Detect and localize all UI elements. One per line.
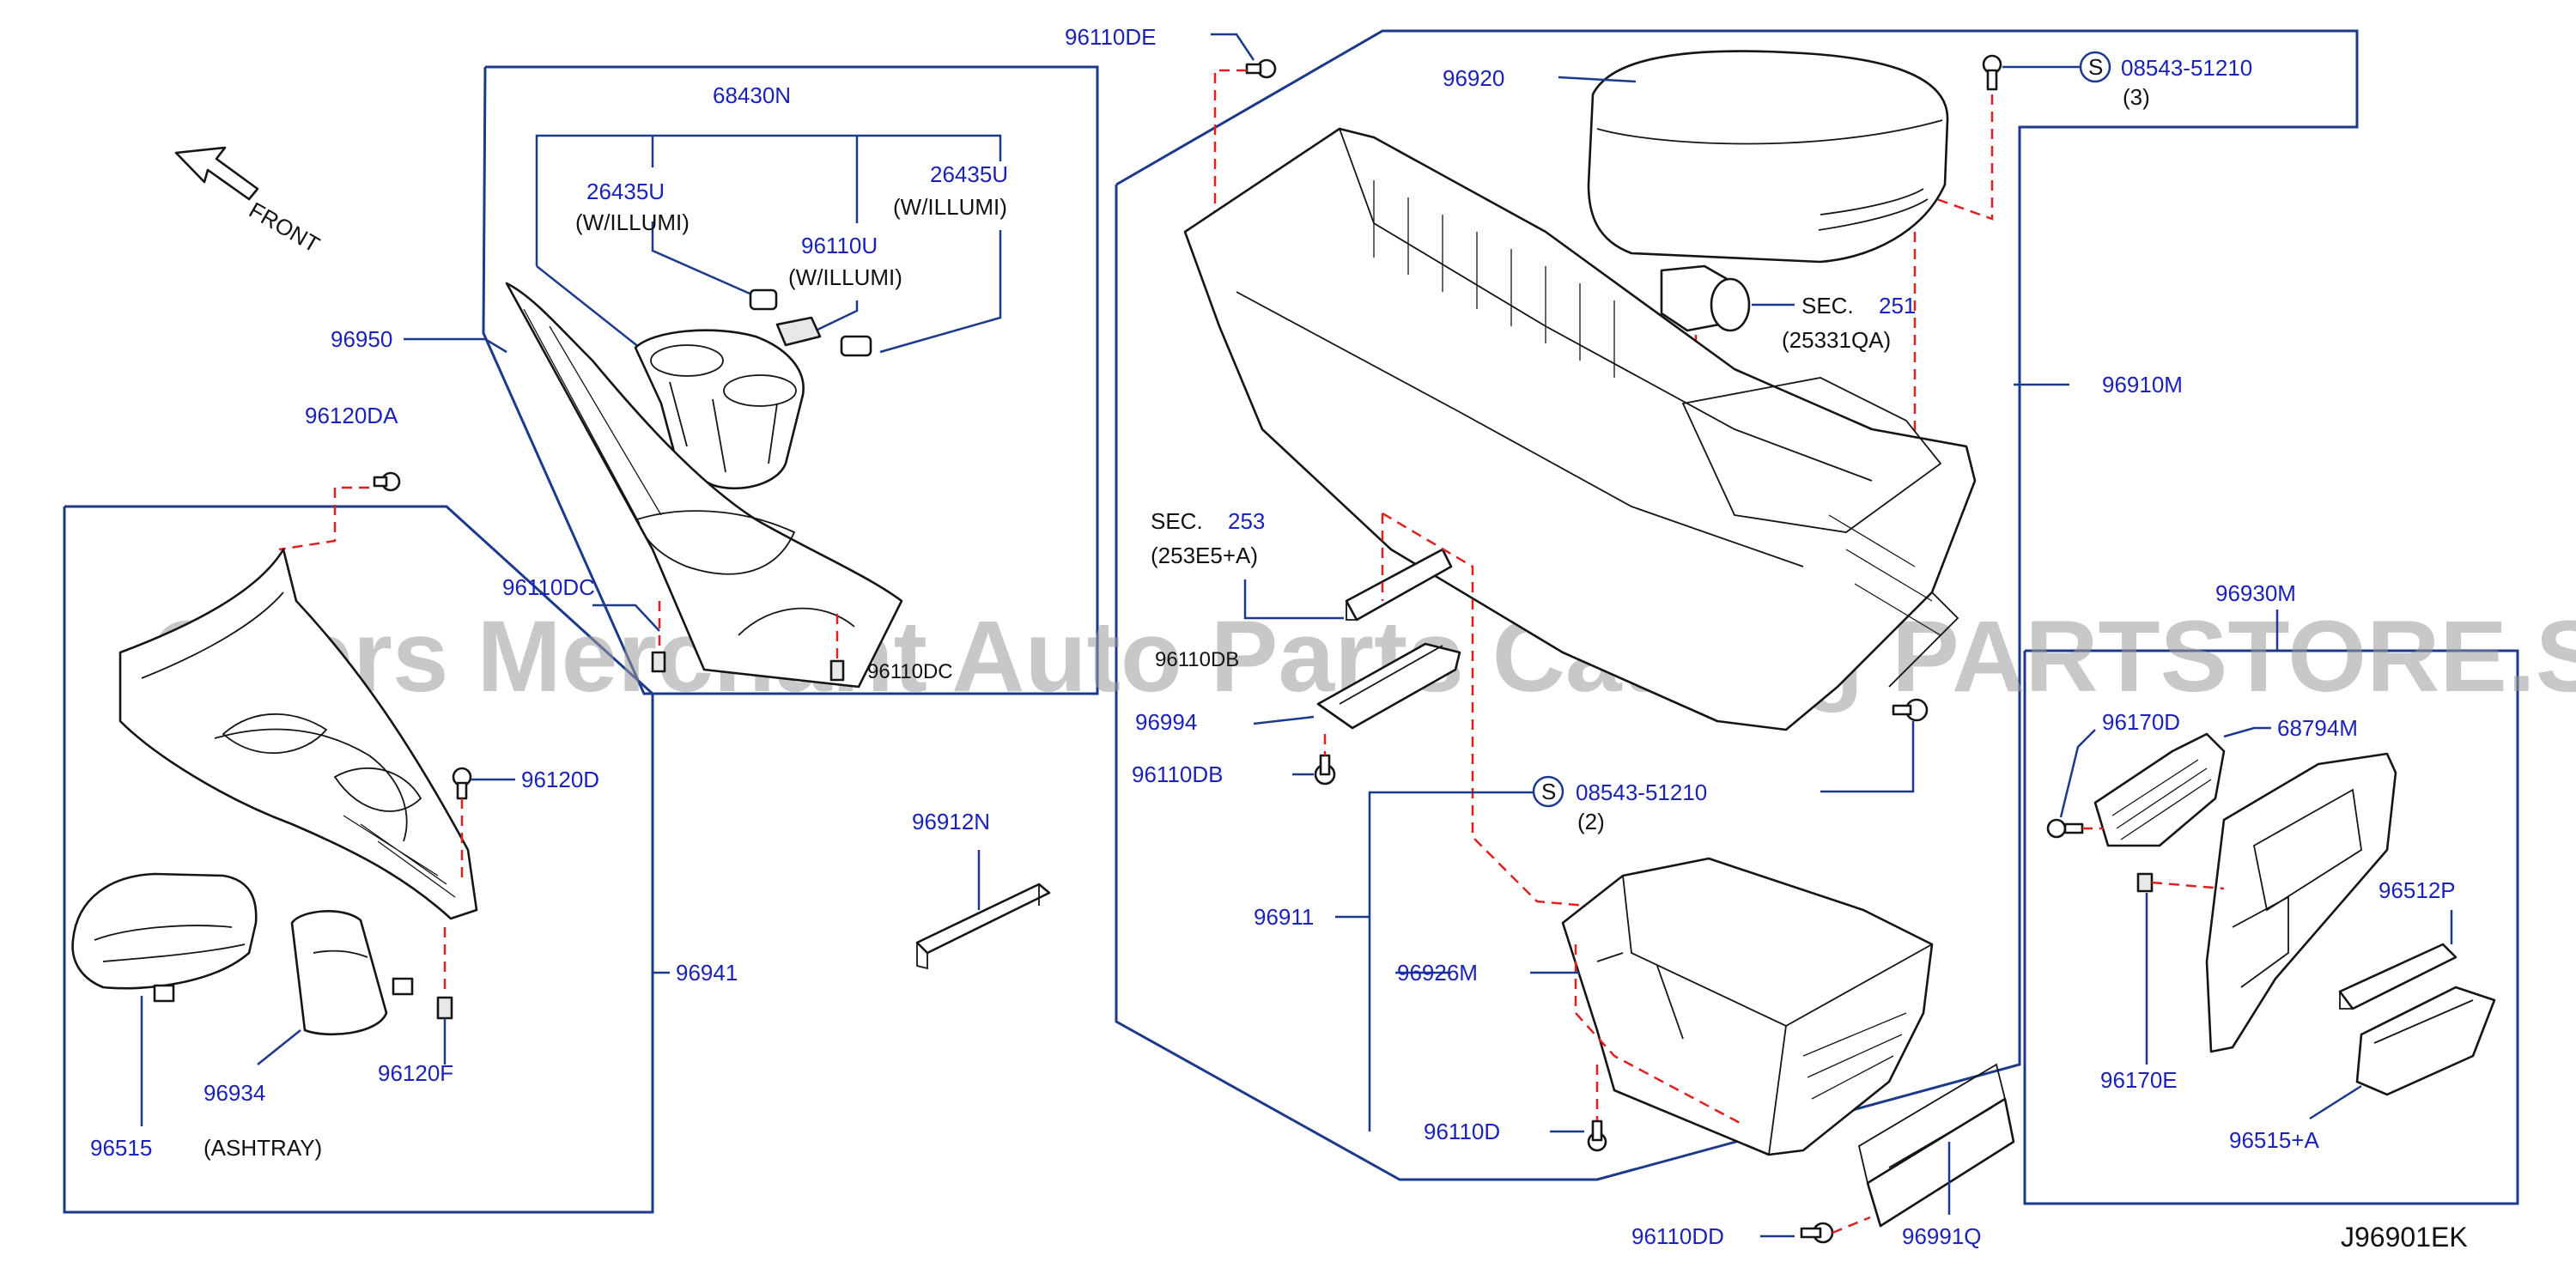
label-96110DC: 96110DC (502, 574, 595, 600)
label-w-illumi-right: (W/ILLUMI) (893, 194, 1007, 220)
ashtray-96515A (2355, 986, 2496, 1096)
frame-main-console (1115, 29, 2359, 1181)
label-96934: 96934 (204, 1080, 265, 1106)
bracket-96994 (1316, 642, 1461, 730)
label-sec251-prefix: SEC. (1801, 293, 1854, 318)
label-96920: 96920 (1443, 65, 1504, 91)
label-sec253-num: 253 (1228, 508, 1265, 534)
clip-96110DC-right-icon (829, 659, 845, 682)
label-sec253-prefix: SEC. (1151, 508, 1203, 534)
clip-96120F-icon (436, 996, 453, 1020)
group-96912N: 96912N (912, 809, 1051, 970)
label-w-illumi-mid: (W/ILLUMI) (788, 264, 902, 290)
label-96912N: 96912N (912, 809, 990, 834)
label-08543-top: 08543-51210 (2121, 55, 2252, 81)
bracket-96912N (915, 883, 1051, 955)
label-96991Q: 96991Q (1902, 1223, 1982, 1249)
label-96120DA: 96120DA (305, 403, 398, 428)
s-symbol-mid-icon (1532, 775, 1564, 808)
bolt-08543-top-icon (1982, 54, 2002, 91)
label-26435U-left: 26435U (586, 179, 665, 204)
label-96110D: 96110D (1424, 1119, 1500, 1144)
label-96110DB-upper: 96110DB (1155, 648, 1239, 671)
label-sec251-sub: (25331QA) (1782, 327, 1891, 353)
s-symbol-top-text: S (2088, 54, 2103, 80)
rear-finisher-panel (2205, 752, 2397, 1053)
screw-96110DD-icon (1800, 1222, 1834, 1244)
leader-68430N (535, 134, 1002, 266)
pocket-96512P (2338, 943, 2458, 1010)
clip-96170E-icon (2136, 872, 2154, 893)
label-96926M: 96926M (1397, 960, 1478, 986)
label-96941: 96941 (676, 960, 738, 986)
front-label: FRONT (245, 197, 325, 258)
label-w-illumi-left: (W/ILLUMI) (575, 209, 690, 235)
s-symbol-mid-text: S (1541, 779, 1556, 804)
label-96930M: 96930M (2215, 580, 2296, 606)
bracket-sec253 (1345, 548, 1453, 622)
screw-96110DB-icon (1314, 754, 1336, 786)
screw-96120DA-icon (373, 471, 401, 492)
clip-96110DC-left-icon (651, 651, 666, 673)
frame-cupholder-finisher (482, 65, 1099, 695)
label-08543-mid: 08543-51210 (1576, 780, 1707, 805)
inner-box-96926M (1561, 857, 1934, 1156)
label-96994: 96994 (1135, 709, 1197, 735)
diagram-id: J96901EK (2341, 1222, 2468, 1253)
group-rear-finisher: 96930M 68794M 96170D 96170E (2046, 580, 2496, 1153)
label-26435U-right: 26435U (930, 161, 1008, 187)
label-ashtray: (ASHTRAY) (204, 1135, 322, 1161)
console-body-96910M (1183, 127, 1977, 731)
shift-boot-96934 (290, 910, 414, 1036)
label-68794M: 68794M (2277, 715, 2358, 741)
label-96110DD: 96110DD (1631, 1223, 1724, 1249)
screw-96170D-icon (2046, 818, 2084, 839)
switch-sec251 (1660, 264, 1751, 332)
bracket-96991Q (1857, 1063, 2015, 1228)
group-front-console: 96120DA 96120D 96120F 96515 (71, 403, 738, 1161)
bulb-26435U-left-icon (749, 288, 778, 311)
label-96515A: 96515+A (2229, 1127, 2319, 1153)
bulb-26435U-right-icon (840, 335, 872, 357)
socket-96110U-icon (775, 316, 822, 347)
screw-96110D-icon (1587, 1119, 1607, 1152)
label-96110DE: 96110DE (1065, 24, 1157, 50)
screw-96110DE-icon (1245, 58, 1277, 79)
finisher-96950 (505, 282, 903, 689)
group-frames (63, 29, 2519, 1214)
screw-96120D-icon (452, 767, 472, 800)
frame-rear-finisher (2023, 649, 2519, 1205)
label-sec251-num: 251 (1879, 293, 1916, 318)
label-96515: 96515 (90, 1135, 152, 1161)
label-sec253-sub: (253E5+A) (1151, 543, 1258, 568)
label-96110DC-tail: 96110DC (867, 660, 953, 683)
label-68430N: 68430N (713, 82, 791, 108)
label-96911: 96911 (1254, 904, 1314, 930)
group-main-console: 96110DE 96920 S 08543-51210 (3) SEC. 251 (1065, 24, 2252, 1249)
label-96110U: 96110U (801, 233, 878, 258)
console-shell-96941 (118, 548, 478, 920)
group-cupholder: 68430N 26435U (W/ILLUMI) 26435U (W/ILLUM… (331, 82, 1008, 689)
cupholder-bin (634, 329, 805, 490)
label-96170E: 96170E (2100, 1067, 2178, 1093)
s-symbol-top-icon (2079, 51, 2111, 83)
label-96170D: 96170D (2102, 709, 2180, 735)
frame-front-console (63, 505, 654, 1214)
front-arrow-icon: FRONT (174, 146, 325, 258)
bolt-08543-mid-icon (1892, 698, 1929, 722)
ashtray-96515 (71, 872, 258, 1003)
label-96512P: 96512P (2379, 877, 2456, 903)
label-96110DB: 96110DB (1132, 761, 1224, 787)
label-qty-top: (3) (2123, 84, 2150, 110)
vent-68794M (2093, 732, 2226, 847)
lid-96920 (1587, 50, 1949, 264)
label-96910M: 96910M (2102, 372, 2183, 397)
label-96120F: 96120F (378, 1060, 453, 1086)
label-96950: 96950 (331, 326, 392, 352)
label-96120D: 96120D (521, 767, 599, 792)
label-qty-mid: (2) (1577, 809, 1605, 834)
